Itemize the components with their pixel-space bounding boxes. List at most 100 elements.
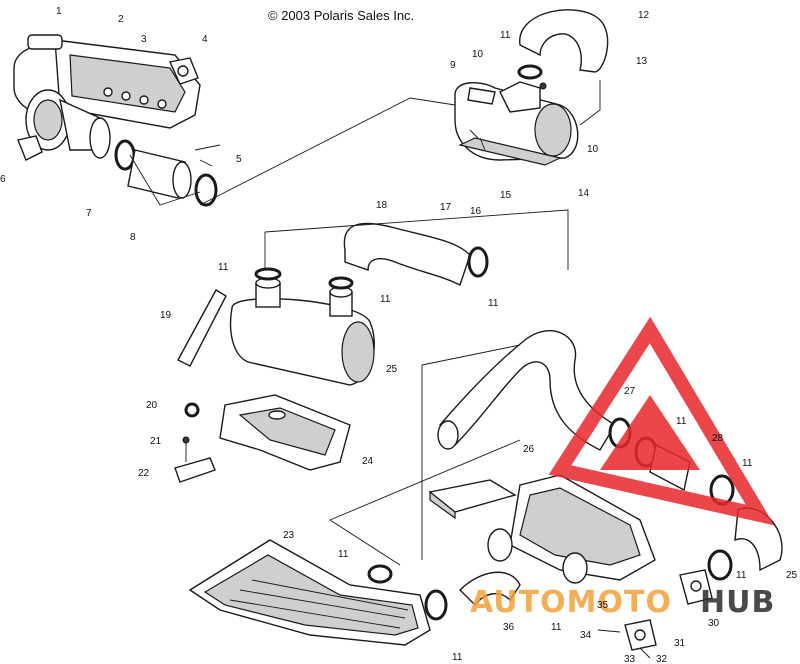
callout: 1 (56, 6, 62, 17)
callout: 7 (86, 208, 92, 219)
flange-33-hole (634, 629, 646, 641)
tailpipe-23-shade (203, 554, 419, 636)
callout: 11 (452, 652, 463, 663)
callout: 8 (130, 232, 136, 243)
callout: 11 (338, 549, 349, 560)
strap-19 (177, 289, 227, 367)
clip-5 (194, 144, 221, 167)
callout: 11 (380, 294, 391, 305)
callout: 20 (146, 400, 158, 411)
callout: 33 (624, 654, 636, 664)
hose-clamp-11-29 (707, 549, 733, 581)
callout: 15 (500, 190, 512, 201)
ring-20 (184, 402, 200, 418)
callout: 13 (636, 56, 648, 67)
callout: 16 (470, 206, 482, 217)
tailpipe-23-ribs (229, 579, 409, 629)
watermark-text-2: HUB (700, 585, 775, 620)
resonator-outlet (534, 103, 572, 157)
lead-8 (129, 154, 201, 206)
return-hose-12 (519, 9, 609, 73)
callout: 23 (283, 530, 295, 541)
callout-labels: 1 2 3 4 5 6 7 8 9 10 10 11 12 13 14 15 1… (0, 6, 798, 664)
hose-clamp-11-36 (424, 589, 448, 621)
callout: 25 (786, 570, 798, 581)
callout: 2 (118, 14, 124, 25)
hose-clamp-11-muffler-in (254, 267, 282, 281)
callout: 11 (500, 30, 511, 41)
callout: 11 (742, 458, 753, 469)
lower-hoses (188, 539, 521, 646)
bolts-32-34 (597, 629, 651, 659)
callout: 11 (676, 416, 687, 427)
callout: 22 (138, 468, 150, 479)
muffler-25 (177, 267, 375, 386)
callout: 31 (674, 638, 686, 649)
callout: 28 (712, 433, 724, 444)
hose-clamp-11-muffler-out (328, 276, 354, 290)
hose-clamp-11-mid (467, 246, 489, 278)
callout: 9 (450, 60, 456, 71)
resonator-inlet-neck (499, 81, 541, 113)
watermark-triangle-inner (600, 395, 700, 470)
callout: 26 (523, 444, 535, 455)
cover-26-side (429, 490, 456, 520)
callout: 11 (218, 262, 229, 273)
callout: 6 (0, 174, 6, 185)
hose-27-end (437, 420, 459, 450)
callout: 5 (236, 154, 242, 165)
callout: 12 (638, 10, 650, 21)
callout: 25 (386, 364, 398, 375)
hose-clamp-8b (194, 173, 218, 207)
callout: 19 (160, 310, 172, 321)
hose-clamp-11-23 (367, 564, 393, 584)
exhaust-manifold-assembly (13, 34, 221, 207)
lead-13 (579, 80, 601, 126)
pipe-35-outlet (562, 552, 588, 584)
exhaust-hose-18 (343, 222, 489, 286)
plate-22 (174, 457, 216, 483)
bracket-10 (467, 87, 496, 105)
copyright-text: © 2003 Polaris Sales Inc. (268, 8, 415, 23)
mount-24-shade (238, 407, 336, 456)
callout: 11 (736, 570, 747, 581)
callout: 14 (578, 188, 590, 199)
leader-lines (129, 80, 601, 566)
callout: 36 (503, 622, 515, 633)
dash-link-3 (421, 344, 521, 560)
callout: 32 (656, 654, 668, 664)
exhaust-outlet-bore (33, 99, 63, 141)
dash-link-1 (199, 97, 456, 206)
coupler-hose (127, 149, 186, 199)
hose-clamp-8a (114, 139, 136, 171)
dash-link-2 (264, 209, 569, 270)
callout: 11 (551, 622, 562, 633)
mount-hardware (174, 394, 351, 483)
mount-plate-14 (458, 137, 562, 166)
callout: 10 (472, 49, 484, 60)
hose-clamp-11 (517, 64, 543, 80)
callout: 4 (202, 34, 208, 45)
muffler-end-cap (341, 321, 375, 383)
drain-fitting (17, 135, 43, 161)
callout: 3 (141, 34, 147, 45)
pipe-35-inlet (487, 528, 513, 562)
watermark-triangle-outer (548, 316, 775, 526)
callout: 35 (597, 600, 609, 611)
manifold-bolt (157, 99, 167, 109)
watermark-text-1: AUTOMOTO (470, 585, 672, 620)
coupler-hose-end (172, 161, 192, 199)
pipe-35-shade (519, 487, 641, 566)
callout: 27 (624, 386, 636, 397)
dash-link-4 (329, 439, 521, 566)
gasket-hole (177, 65, 189, 77)
hose-36 (459, 571, 521, 607)
outlet-pipe-end (89, 117, 111, 159)
flange-31-hole (690, 580, 702, 592)
sensor-fitting (27, 34, 63, 50)
fitting-10 (539, 82, 547, 90)
manifold-body-shade (69, 54, 186, 113)
callout: 24 (362, 456, 374, 467)
